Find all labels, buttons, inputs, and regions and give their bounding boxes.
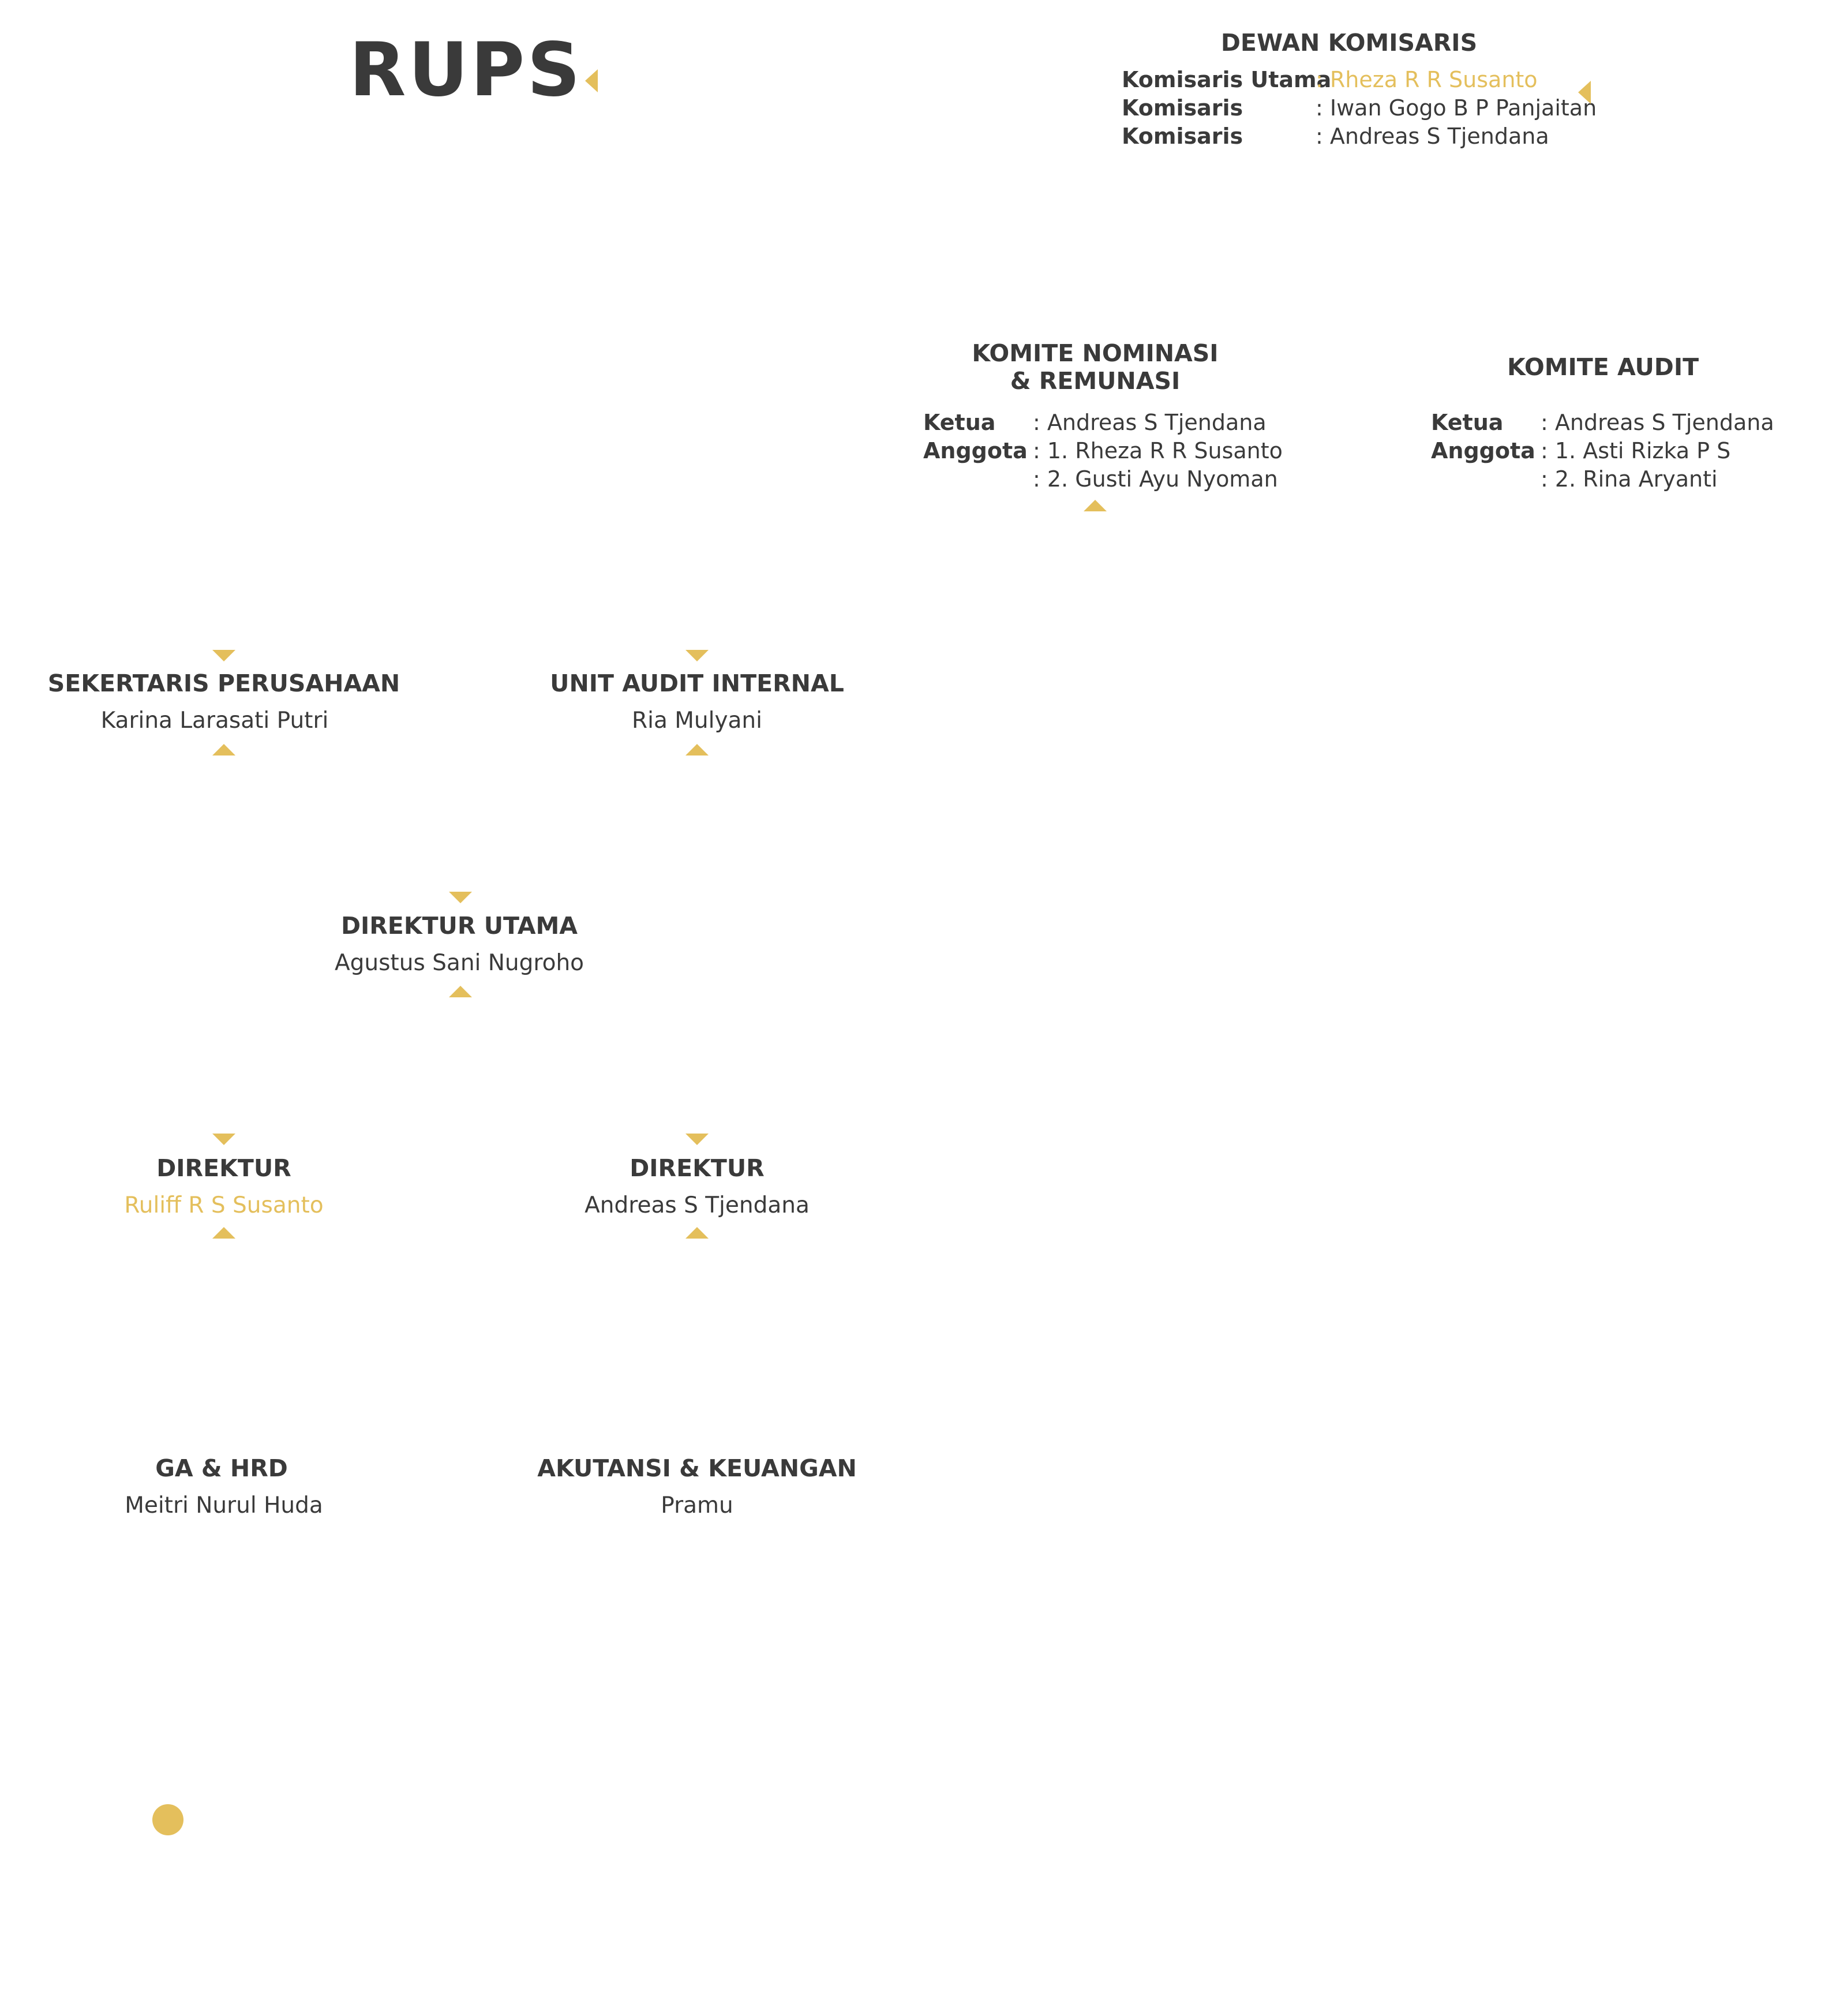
direktur-2-bottom-arrow-icon: [685, 1227, 709, 1239]
rups-connector-arrow-icon: [585, 69, 598, 92]
komisaris-role: Komisaris: [1122, 124, 1243, 149]
direktur-utama-bottom-arrow-icon: [449, 986, 472, 997]
sekretaris-bottom-arrow-icon: [212, 744, 235, 755]
komite-nominasi-ketua-name: : Andreas S Tjendana: [1033, 410, 1267, 435]
sekretaris-name: Karina Larasati Putri: [100, 708, 329, 734]
komite-nominasi-anggota-name: : 2. Gusti Ayu Nyoman: [1033, 466, 1278, 492]
ga-hrd-title: GA & HRD: [155, 1454, 288, 1482]
ga-hrd-name: Meitri Nurul Huda: [125, 1493, 323, 1518]
audit-internal-title: UNIT AUDIT INTERNAL: [550, 669, 844, 697]
dewan-komisaris-title: DEWAN KOMISARIS: [1220, 29, 1478, 57]
sekretaris-title: SEKERTARIS PERUSAHAAN: [47, 669, 400, 697]
direktur-2-title: DIREKTUR: [630, 1154, 765, 1182]
komite-nominasi-title: KOMITE NOMINASI: [972, 339, 1219, 367]
komisaris-name: : Andreas S Tjendana: [1316, 124, 1549, 149]
dewan-komisaris-connector-arrow-icon: [1578, 81, 1591, 104]
komisaris-name: : Iwan Gogo B P Panjaitan: [1316, 95, 1597, 121]
akuntansi-name: Pramu: [661, 1493, 733, 1518]
direktur-1-name: Ruliff R S Susanto: [124, 1192, 324, 1218]
direktur-utama-name: Agustus Sani Nugroho: [334, 950, 585, 976]
sekretaris-top-arrow-icon: [212, 650, 235, 661]
komite-audit-ketua-name: : Andreas S Tjendana: [1541, 410, 1774, 435]
komite-audit-title: KOMITE AUDIT: [1507, 353, 1699, 381]
komisaris-role: Komisaris: [1122, 95, 1243, 121]
decorative-dot-icon: [152, 1804, 183, 1835]
komisaris-utama-name: : Rheza R R Susanto: [1316, 67, 1538, 92]
direktur-1-bottom-arrow-icon: [212, 1227, 235, 1239]
direktur-2-top-arrow-icon: [685, 1134, 709, 1145]
komite-nominasi-ketua-role: Ketua: [923, 410, 996, 435]
komite-audit-anggota-name: : 1. Asti Rizka P S: [1541, 438, 1731, 463]
direktur-2-name: Andreas S Tjendana: [585, 1192, 810, 1218]
akuntansi-title: AKUTANSI & KEUANGAN: [537, 1454, 857, 1482]
direktur-1-title: DIREKTUR: [156, 1154, 291, 1182]
komisaris-utama-role: Komisaris Utama: [1122, 67, 1332, 92]
audit-internal-name: Ria Mulyani: [632, 708, 762, 734]
komite-nominasi-connector-arrow-icon: [1084, 500, 1107, 511]
komite-audit-ketua-role: Ketua: [1431, 410, 1504, 435]
direktur-1-top-arrow-icon: [212, 1134, 235, 1145]
rups-title: RUPS: [349, 27, 583, 113]
komite-audit-anggota-name: : 2. Rina Aryanti: [1541, 466, 1718, 492]
direktur-utama-top-arrow-icon: [449, 892, 472, 903]
direktur-utama-title: DIREKTUR UTAMA: [340, 912, 578, 940]
komite-nominasi-anggota-name: : 1. Rheza R R Susanto: [1033, 438, 1283, 463]
audit-internal-bottom-arrow-icon: [685, 744, 709, 755]
audit-internal-top-arrow-icon: [685, 650, 709, 661]
komite-audit-anggota-role: Anggota: [1431, 438, 1535, 463]
komite-nominasi-anggota-role: Anggota: [923, 438, 1028, 463]
komite-nominasi-title-line2: & REMUNASI: [1010, 367, 1181, 395]
